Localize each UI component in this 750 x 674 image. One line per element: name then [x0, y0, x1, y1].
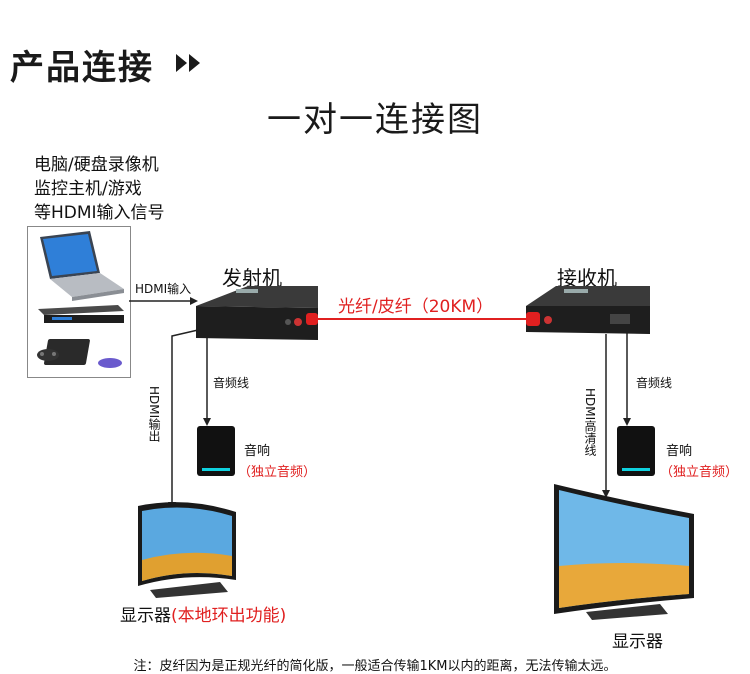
speaker-note-right: （独立音频） — [660, 465, 739, 480]
hdmi-hd-line-label: HDMI高清线 — [583, 388, 597, 457]
receiver-device — [526, 286, 650, 334]
display-right-icon — [554, 484, 694, 620]
speaker-note-left: （独立音频） — [238, 465, 317, 480]
display-local-note: (本地环出功能) — [171, 606, 287, 626]
laptop-icon — [40, 231, 124, 301]
receiver-audio-line-label: 音频线 — [636, 376, 673, 390]
transmitter-audio-line-label: 音频线 — [213, 376, 250, 390]
speaker-left-icon — [197, 426, 235, 476]
transmitter-hdmi-out-arrow — [168, 329, 199, 510]
fiber-label: 光纤/皮纤（20KM） — [338, 297, 494, 317]
display-label-right: 显示器 — [612, 632, 663, 652]
section-title: 产品连接 — [10, 48, 154, 88]
speaker-label-left: 音响 — [244, 444, 271, 459]
double-arrow-icon — [176, 54, 200, 72]
game-console-icon — [37, 339, 122, 368]
source-line-1: 电脑/硬盘录像机 — [34, 155, 159, 175]
hdmi-input-label: HDMI输入 — [135, 282, 192, 296]
speaker-label-right: 音响 — [666, 444, 693, 459]
display-left-icon — [138, 502, 236, 598]
display-label-left: 显示器(本地环出功能) — [120, 606, 287, 626]
hdmi-output-label: HDMI输出 — [147, 386, 161, 443]
speaker-right-icon — [617, 426, 655, 476]
source-line-2: 监控主机/游戏 — [34, 179, 142, 199]
source-devices-illustration — [37, 231, 124, 368]
source-devices-box — [27, 226, 131, 378]
transmitter-device — [196, 286, 318, 340]
footnote: 注：皮纤因为是正规光纤的简化版，一般适合传输1KM以内的距离，无法传输太远。 — [133, 659, 617, 674]
dvr-icon — [38, 305, 124, 323]
diagram-title: 一对一连接图 — [267, 100, 483, 140]
source-line-3: 等HDMI输入信号 — [34, 203, 165, 223]
